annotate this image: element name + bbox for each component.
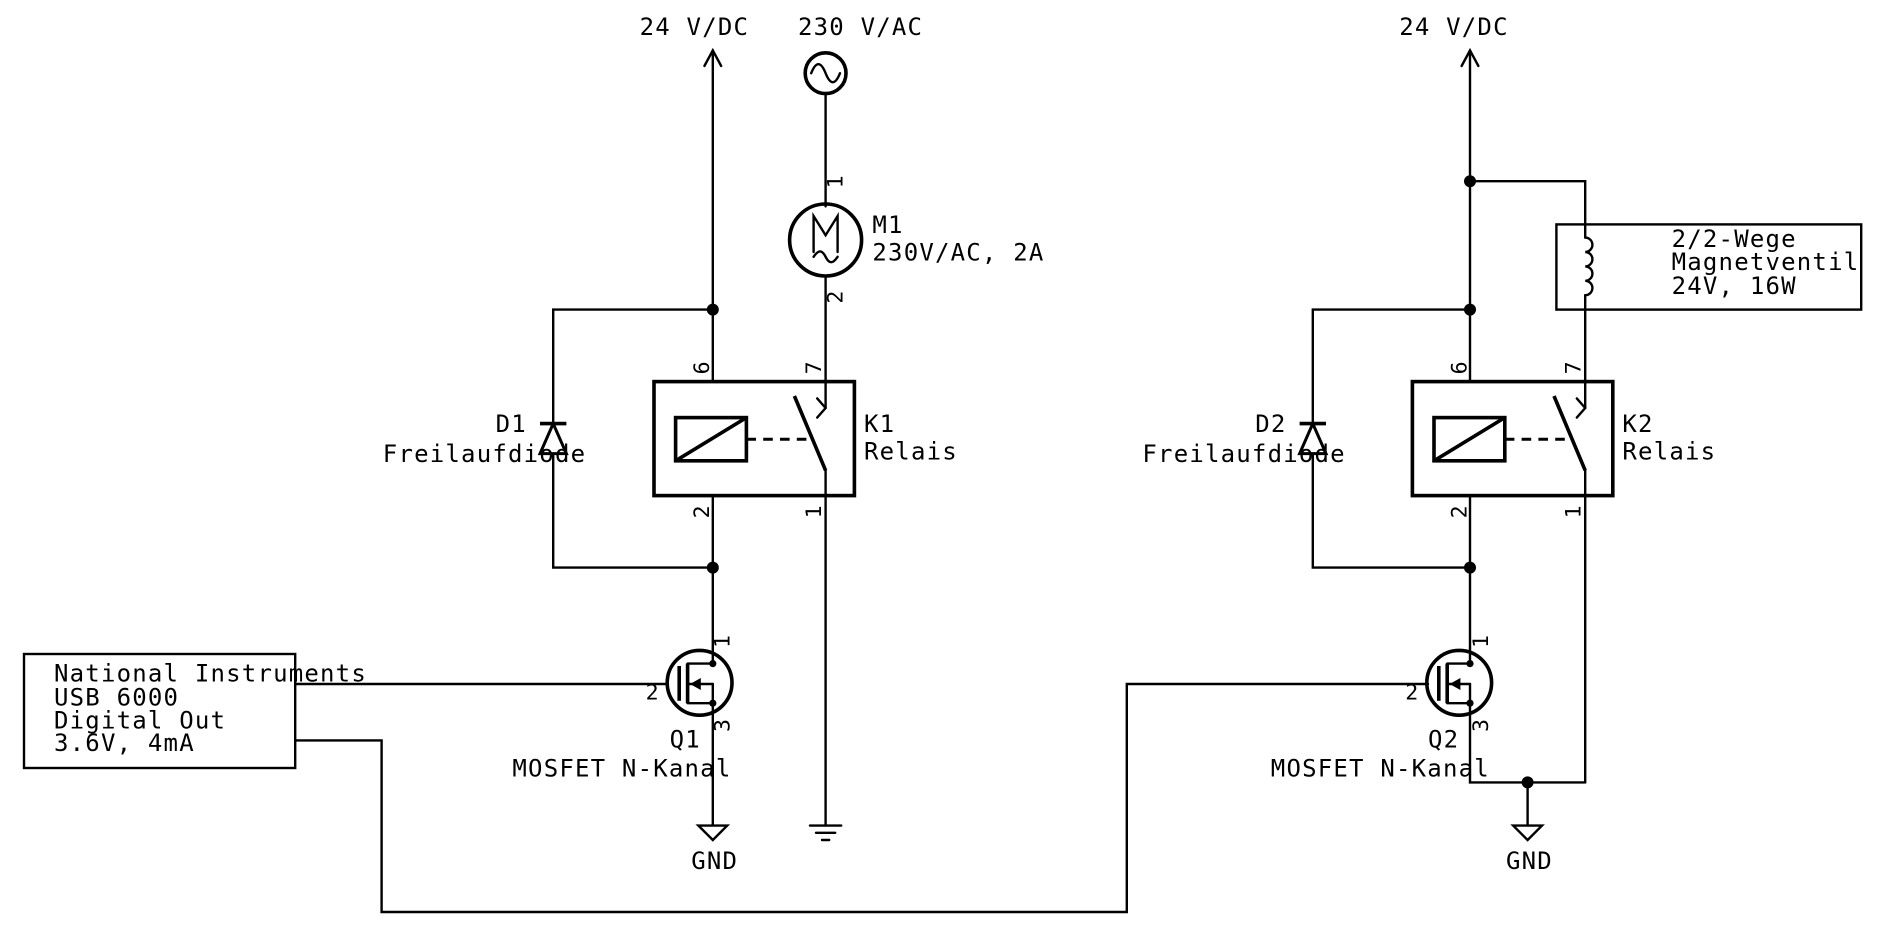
ground-icon [695, 824, 731, 842]
supply-label-24v-left: 24 V/DC [640, 13, 750, 41]
relay-k2 [1410, 379, 1615, 498]
m1-value-label: 230V/AC, 2A [872, 238, 1044, 266]
diode-icon [537, 419, 569, 456]
diode-d1-wire [552, 308, 715, 569]
d1-ref-label: D1 [496, 410, 527, 438]
q1-pin1: 1 [711, 635, 736, 648]
q1-ref-label: Q1 [670, 726, 701, 754]
ni-label-line2: USB 6000 [54, 684, 179, 712]
inductor-icon [1584, 236, 1594, 297]
k1-pin2: 2 [690, 505, 715, 518]
k2-pin6: 6 [1447, 361, 1472, 374]
m1-pin2: 2 [823, 291, 848, 304]
d1-value-label: Freilaufdiode [383, 440, 586, 468]
ground-icon [1510, 824, 1545, 842]
supply-arrow-left-icon [703, 47, 723, 383]
q2-source-wire [1468, 702, 1587, 784]
q2-ref-label: Q2 [1428, 726, 1459, 754]
diode-icon [1297, 419, 1329, 456]
q1-value-label: MOSFET N-Kanal [512, 754, 731, 782]
d2-value-label: Freilaufdiode [1142, 440, 1345, 468]
d2-ref-label: D2 [1255, 410, 1286, 438]
ni-label-line3: Digital Out [54, 706, 226, 734]
relay-icon [652, 379, 857, 498]
valve-label-line3: 24V, 16W [1672, 272, 1797, 300]
signal-wire-q2 [294, 682, 1430, 914]
k1-value-label: Relais [864, 438, 958, 466]
k2-pin2: 2 [1447, 505, 1472, 518]
k2-pin1: 1 [1561, 505, 1586, 518]
k2-pin7: 7 [1561, 361, 1586, 374]
supply-label-24v-right: 24 V/DC [1399, 13, 1509, 41]
left-circuit: 24 V/DC D1 Freilaufdiode K1 Rel [22, 13, 1430, 914]
q1-pin2: 2 [646, 681, 659, 706]
diode-d2-wire [1311, 308, 1472, 569]
earth-ground-icon [808, 824, 843, 842]
valve-feed-wire [1468, 180, 1587, 239]
gnd-label-left: GND [691, 847, 738, 875]
k2-ref-label: K2 [1622, 410, 1653, 438]
valve-label-line1: 2/2-Wege [1672, 225, 1797, 253]
q2-pin1: 1 [1469, 635, 1494, 648]
k1-pin1: 1 [802, 505, 827, 518]
k1-pin6: 6 [690, 361, 715, 374]
ni-label-line4: 3.6V, 4mA [54, 729, 195, 757]
k1-ref-label: K1 [864, 410, 895, 438]
junction-dot [1464, 561, 1476, 574]
mosfet-icon [665, 648, 734, 718]
relay-icon [1410, 379, 1615, 498]
valve-box [1555, 223, 1863, 311]
q1-pin3: 3 [711, 719, 736, 732]
q2-pin2: 2 [1405, 681, 1418, 706]
supply-arrow-right-icon [1460, 47, 1480, 383]
k2-value-label: Relais [1622, 438, 1716, 466]
supply-label-230v: 230 V/AC [798, 13, 923, 41]
valve-label-line2: Magnetventil [1672, 248, 1860, 276]
ac-source-icon [803, 51, 848, 96]
right-circuit: 24 V/DC 2/2-Wege Magnetventil 24V, 16W D… [1142, 13, 1863, 875]
m1-pin1: 1 [823, 175, 848, 188]
junction-dot [706, 561, 719, 574]
q2-pin3: 3 [1469, 719, 1494, 732]
q2-value-label: MOSFET N-Kanal [1271, 754, 1490, 782]
mosfet-icon [1425, 648, 1494, 718]
m1-ref-label: M1 [872, 211, 903, 239]
ni-daq-box [22, 652, 297, 770]
k1-pin7: 7 [802, 361, 827, 374]
relay-k1 [652, 379, 857, 498]
gnd-label-right: GND [1506, 847, 1553, 875]
motor-icon [787, 202, 864, 278]
